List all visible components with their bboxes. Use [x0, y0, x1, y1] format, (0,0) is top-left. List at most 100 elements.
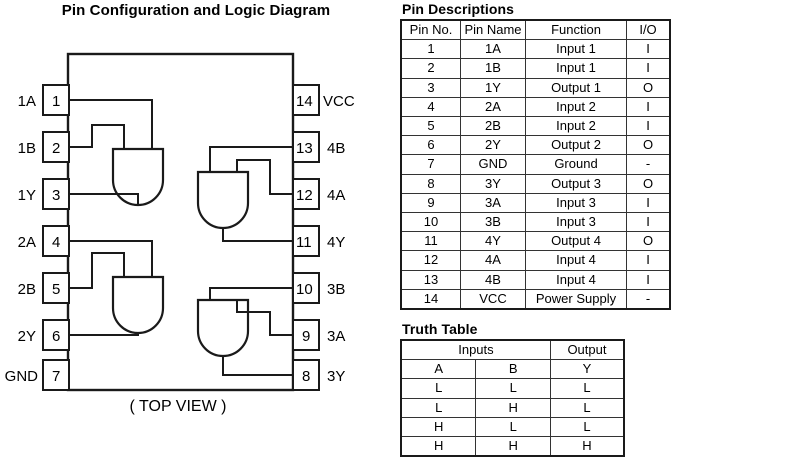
pin-number-9: 9	[302, 328, 310, 345]
cell-input-a: H	[400, 436, 477, 457]
cell-function: Ground	[525, 154, 627, 175]
pin-number-5: 5	[52, 281, 60, 298]
pin-label-GND: GND	[5, 368, 39, 385]
and-gate-2-body	[111, 275, 165, 335]
group-header-inputs: Inputs	[400, 339, 551, 361]
pin-box-14	[292, 84, 320, 116]
cell-io: I	[626, 58, 671, 79]
and-gate-2	[68, 240, 165, 336]
cell-input-b: H	[475, 397, 551, 418]
cell-function: Input 4	[525, 269, 627, 290]
cell-io: I	[626, 39, 671, 60]
pin-label-3Y: 3Y	[327, 368, 345, 385]
cell-pin-no: 10	[400, 212, 461, 233]
cell-function: Input 4	[525, 250, 627, 271]
pin-number-8: 8	[302, 368, 310, 385]
cell-function: Input 2	[525, 96, 627, 118]
cell-pin-name: 4B	[460, 269, 526, 290]
cell-input-b: H	[475, 436, 551, 457]
cell-pin-name: 4Y	[460, 231, 526, 252]
pin-label-2Y: 2Y	[18, 328, 36, 345]
cell-pin-name: VCC	[460, 288, 526, 310]
pin-box-9	[292, 319, 320, 351]
pin-label-1A: 1A	[18, 93, 36, 110]
truth-table-section: Truth Table Inputs Output A B Y L L L L …	[400, 320, 640, 457]
cell-pin-no: 1	[400, 39, 461, 60]
pin-label-2A: 2A	[18, 234, 36, 251]
cell-pin-no: 9	[400, 192, 461, 214]
cell-pin-no: 12	[400, 250, 461, 271]
cell-pin-no: 11	[400, 231, 461, 252]
pin-box-8	[292, 359, 320, 391]
top-view-caption: ( TOP VIEW )	[129, 398, 227, 415]
cell-pin-no: 13	[400, 269, 461, 290]
cell-pin-name: 2A	[460, 96, 526, 118]
pin-box-3	[42, 178, 70, 210]
cell-output-y: H	[549, 436, 625, 457]
cell-pin-name: 3B	[460, 212, 526, 233]
pin-label-VCC: VCC	[323, 93, 355, 110]
and-gate-4-body	[196, 170, 250, 230]
cell-function: Input 3	[525, 192, 627, 214]
cell-io: I	[626, 96, 671, 118]
cell-pin-name: 4A	[460, 250, 526, 271]
truth-table-heading: Truth Table	[402, 321, 478, 337]
and-gate-2-wire-input-a	[68, 240, 153, 278]
pin-label-1B: 1B	[18, 140, 36, 157]
cell-function: Input 2	[525, 116, 627, 137]
truth-table-row: H H H	[400, 436, 625, 457]
truth-table-column-header-row: A B Y	[400, 359, 625, 380]
table-row: 9 3A Input 3 I	[400, 192, 671, 214]
column-header-io: I/O	[626, 19, 671, 41]
page-title: Pin Configuration and Logic Diagram	[61, 2, 331, 19]
table-row: 11 4Y Output 4 O	[400, 231, 671, 252]
cell-function: Input 1	[525, 58, 627, 79]
cell-pin-no: 8	[400, 173, 461, 194]
pin-descriptions-heading: Pin Descriptions	[402, 1, 515, 17]
and-gate-1-wire-input-a	[68, 99, 153, 150]
pin-box-1	[42, 84, 70, 116]
cell-pin-name: 1Y	[460, 77, 526, 98]
cell-io: I	[626, 212, 671, 233]
cell-function: Power Supply	[525, 288, 627, 310]
pin-label-1Y: 1Y	[18, 187, 36, 204]
table-row: 12 4A Input 4 I	[400, 250, 671, 271]
column-header-function: Function	[525, 19, 627, 41]
table-row: 5 2B Input 2 I	[400, 116, 671, 137]
cell-pin-name: 1B	[460, 58, 526, 79]
right-pins-group: 14 13 12 11 10 9 8 VCC 4B 4A 4Y 3B 3A 3Y	[292, 84, 355, 391]
column-header-y: Y	[549, 359, 625, 380]
pin-box-5	[42, 272, 70, 304]
table-row: 1 1A Input 1 I	[400, 39, 671, 60]
cell-pin-no: 3	[400, 77, 461, 98]
and-gate-1-wire-input-b	[68, 124, 125, 150]
cell-pin-name: GND	[460, 154, 526, 175]
column-header-b: B	[475, 359, 551, 380]
column-header-pin-name: Pin Name	[460, 19, 526, 41]
pin-box-10	[292, 272, 320, 304]
cell-input-a: L	[400, 378, 477, 399]
and-gate-3	[196, 287, 294, 376]
cell-io: I	[626, 250, 671, 271]
cell-pin-no: 2	[400, 58, 461, 79]
cell-function: Output 1	[525, 77, 627, 98]
cell-function: Output 2	[525, 135, 627, 156]
and-gate-3-wire-input-b	[209, 287, 294, 301]
pin-number-10: 10	[296, 281, 313, 298]
pin-number-2: 2	[52, 140, 60, 157]
pin-label-3B: 3B	[327, 281, 345, 298]
column-header-pin-no: Pin No.	[400, 19, 461, 41]
chip-body-outline	[66, 52, 295, 392]
cell-output-y: L	[549, 416, 625, 438]
pin-configuration-diagram: 1 2 3 4 5 6 7 1A 1B 1Y 2A 2B 2Y GND 14 1…	[5, 52, 355, 392]
cell-pin-name: 3Y	[460, 173, 526, 194]
cell-pin-name: 1A	[460, 39, 526, 60]
and-gate-3-wire-input-a	[236, 299, 294, 336]
pin-number-11: 11	[296, 234, 312, 251]
cell-io: I	[626, 269, 671, 290]
truth-table-row: L L L	[400, 378, 625, 399]
pin-number-12: 12	[296, 187, 313, 204]
cell-io: -	[626, 154, 671, 175]
pin-label-2B: 2B	[18, 281, 36, 298]
table-row: 7 GND Ground -	[400, 154, 671, 175]
